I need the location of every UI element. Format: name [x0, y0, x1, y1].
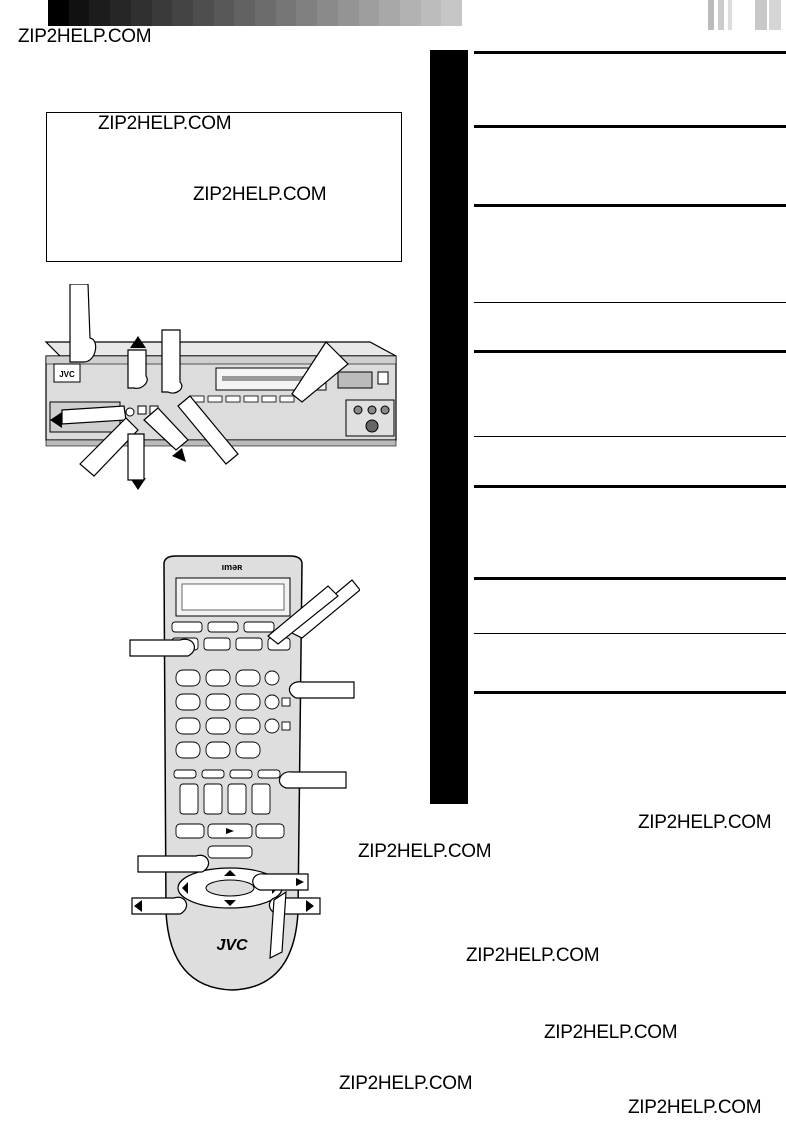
- section-rule: [474, 485, 786, 488]
- remote-illustration: ımǝʀ JVC: [129, 555, 360, 991]
- section-rule: [474, 350, 786, 353]
- section-rule: [474, 691, 786, 694]
- watermark: ZIP2HELP.COM: [544, 1022, 678, 1043]
- watermark: ZIP2HELP.COM: [339, 1073, 473, 1094]
- watermark: ZIP2HELP.COM: [18, 26, 152, 47]
- vcr-illustration: JVC: [44, 284, 397, 490]
- vcr-brand: JVC: [59, 370, 75, 379]
- section-rule: [474, 633, 786, 634]
- note-box: [46, 112, 402, 262]
- section-rule: [474, 302, 786, 303]
- corner-stripes: [708, 0, 781, 30]
- section-rule: [474, 125, 786, 128]
- watermark: ZIP2HELP.COM: [358, 841, 492, 862]
- section-rule: [474, 436, 786, 437]
- watermark: ZIP2HELP.COM: [638, 812, 772, 833]
- section-rule: [474, 577, 786, 580]
- section-rule: [474, 204, 786, 207]
- section-side-bar: [430, 50, 468, 804]
- watermark: ZIP2HELP.COM: [98, 113, 232, 134]
- remote-top-logo: ımǝʀ: [222, 562, 244, 572]
- watermark: ZIP2HELP.COM: [628, 1097, 762, 1118]
- watermark: ZIP2HELP.COM: [193, 184, 327, 205]
- section-rule: [474, 51, 786, 54]
- watermark: ZIP2HELP.COM: [466, 945, 600, 966]
- remote-brand: JVC: [216, 937, 248, 954]
- header-gradient-bar: [48, 0, 463, 26]
